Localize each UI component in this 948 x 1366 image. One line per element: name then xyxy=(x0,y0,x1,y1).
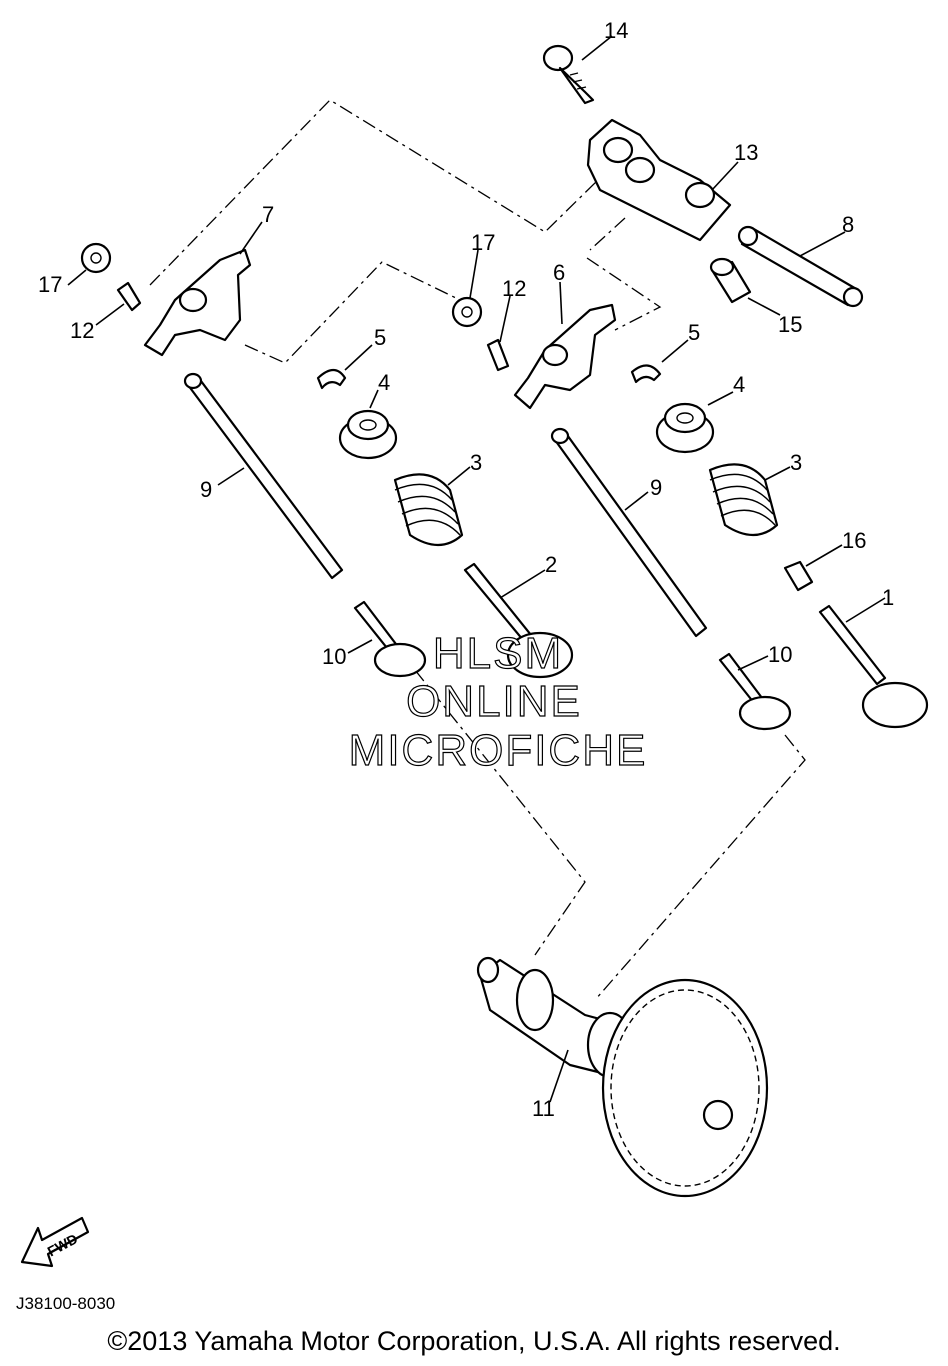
adjuster-part-left xyxy=(116,281,142,312)
exhaust-valve-part-right xyxy=(818,604,929,729)
label-14: 14 xyxy=(604,18,628,43)
label-4-left: 4 xyxy=(378,370,390,395)
leader-lines xyxy=(67,35,886,1103)
label-3-right: 3 xyxy=(790,450,802,475)
collet-part-left xyxy=(316,368,347,390)
label-9-right: 9 xyxy=(650,475,662,500)
watermark-line-3: MICROFICHE xyxy=(349,726,648,775)
part-labels: 14 13 8 7 17 12 17 12 6 15 5 5 4 4 3 3 9… xyxy=(38,18,894,1121)
watermark: HLSM ONLINE MICROFICHE xyxy=(348,628,648,775)
label-17-middle: 17 xyxy=(471,230,495,255)
label-5-right: 5 xyxy=(688,320,700,345)
label-11: 11 xyxy=(532,1096,555,1121)
rocker-arm-part-middle xyxy=(513,303,617,410)
diagram-code: J38100-8030 xyxy=(16,1294,116,1313)
label-8: 8 xyxy=(842,212,854,237)
assembly-lines xyxy=(149,99,806,1001)
nut-part-left xyxy=(80,242,112,274)
rocker-support-part xyxy=(586,118,732,242)
label-10-left: 10 xyxy=(322,644,346,669)
label-17-left: 17 xyxy=(38,272,62,297)
label-2: 2 xyxy=(545,552,557,577)
forward-arrow-icon: FWD xyxy=(20,1216,90,1268)
camshaft-part xyxy=(476,956,769,1198)
label-15: 15 xyxy=(778,312,802,337)
rocker-shaft-part xyxy=(737,225,864,308)
label-6: 6 xyxy=(553,260,565,285)
label-10-right: 10 xyxy=(768,642,792,667)
nut-part-middle xyxy=(451,296,483,328)
valve-spring-part-right xyxy=(708,463,779,537)
label-12-middle: 12 xyxy=(502,276,526,301)
label-3-left: 3 xyxy=(470,450,482,475)
label-13: 13 xyxy=(734,140,758,165)
exhaust-valve-part-left xyxy=(463,562,574,679)
retainer-part-left xyxy=(338,409,398,460)
label-4-right: 4 xyxy=(733,372,745,397)
bushing-part xyxy=(709,257,752,304)
intake-valve-part-right xyxy=(718,652,792,731)
adjuster-part-middle xyxy=(486,338,510,372)
label-1: 1 xyxy=(882,585,894,610)
watermark-line-1: HLSM xyxy=(433,629,563,678)
collet-part-right xyxy=(630,364,662,384)
rocker-arm-part-left xyxy=(143,248,252,357)
label-16: 16 xyxy=(842,528,866,553)
valve-spring-part-left xyxy=(393,473,464,547)
label-12-left: 12 xyxy=(70,318,94,343)
label-9-left: 9 xyxy=(200,477,212,502)
push-rod-part-right xyxy=(550,427,708,638)
watermark-line-2: ONLINE xyxy=(406,677,582,726)
bolt-part xyxy=(542,44,595,105)
retainer-part-right xyxy=(655,402,715,454)
push-rod-part-left xyxy=(183,372,344,580)
copyright-notice: ©2013 Yamaha Motor Corporation, U.S.A. A… xyxy=(107,1326,841,1356)
valve-seal-part xyxy=(783,560,814,592)
intake-valve-part-left xyxy=(353,600,427,678)
label-5-left: 5 xyxy=(374,325,386,350)
label-7: 7 xyxy=(262,202,274,227)
